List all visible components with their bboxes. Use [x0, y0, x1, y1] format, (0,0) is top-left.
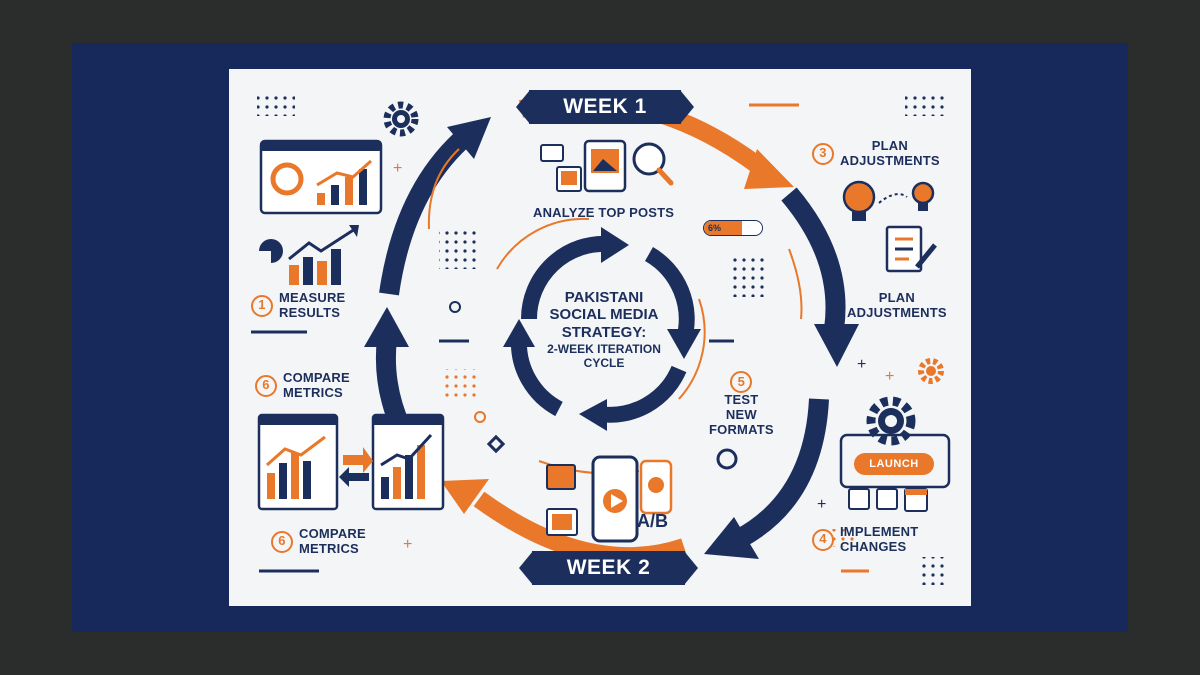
title-line: CYCLE [583, 355, 625, 370]
step-label: FORMATS [709, 421, 774, 437]
progress-text: 6% [708, 223, 722, 233]
step-analyze-top-posts: ANALYZE TOP POSTS [533, 205, 675, 220]
title-line: SOCIAL MEDIA [549, 306, 659, 324]
calendar-icons [848, 488, 928, 512]
week-1-banner: WEEK 1 [529, 90, 681, 124]
week-2-banner: WEEK 2 [532, 551, 685, 585]
step-label: CHANGES [840, 538, 907, 554]
title-line: PAKISTANI [564, 289, 644, 306]
phones-icon [546, 455, 673, 543]
navy-arc-right [781, 187, 846, 331]
infographic-canvas: + + + + + WEEK 1 WEEK 2 PAKISTANI SOCIAL… [229, 69, 971, 606]
step-label: MEASURE [279, 290, 346, 305]
ribbon-tail [516, 90, 530, 124]
step-number: 4 [812, 528, 834, 551]
step-number: 6 [255, 374, 277, 397]
checklist-icon [885, 225, 937, 273]
step-label: ADJUSTMENTS [840, 152, 940, 168]
ribbon-tail [519, 551, 533, 585]
top-posts-icon [540, 139, 674, 193]
lightbulb-icon [842, 180, 935, 221]
dot-grid [257, 96, 295, 116]
progress-fill [704, 221, 742, 235]
dot-grid [439, 229, 479, 269]
title-line: STRATEGY: [561, 323, 647, 341]
step-label: PLAN [871, 138, 908, 153]
svg-text:+: + [857, 356, 866, 373]
step-label: COMPARE [283, 370, 350, 385]
title-line: 2-WEEK ITERATION [547, 341, 661, 356]
dashboard-icon [259, 139, 383, 215]
gear-icon [383, 101, 419, 137]
dot-grid [905, 96, 949, 116]
step-test-new-formats: 5 TEST NEW FORMATS [709, 371, 774, 438]
step-label: NEW [725, 406, 757, 422]
ab-test-label: A/B [637, 511, 668, 531]
dot-grid [441, 369, 477, 397]
svg-text:+: + [817, 496, 826, 513]
inner-cycle [496, 217, 706, 431]
navy-arc-lower-right [734, 398, 829, 548]
step-label: TEST [724, 392, 759, 407]
compare-screens-icon [257, 413, 445, 511]
ribbon-tail [680, 90, 694, 124]
dot-grid [829, 529, 857, 547]
navy-arc-upper-left [379, 127, 474, 296]
step-label: COMPARE [299, 526, 366, 541]
step-number: 3 [812, 142, 834, 165]
launch-badge: LAUNCH [854, 453, 934, 475]
ribbon-tail [684, 551, 698, 585]
step-label: RESULTS [279, 304, 341, 320]
gear-icon [918, 358, 944, 384]
svg-text:+: + [403, 536, 412, 553]
dot-grid [919, 557, 949, 585]
step-label: METRICS [299, 540, 359, 556]
launch-panel [839, 433, 951, 489]
step-label: ADJUSTMENTS [847, 304, 947, 320]
dot-grid [729, 257, 769, 297]
diagram-title: PAKISTANI SOCIAL MEDIA STRATEGY: 2-WEEK … [529, 289, 679, 370]
progress-bar: 6% [703, 220, 763, 236]
svg-text:+: + [885, 368, 894, 385]
step-number: 5 [730, 371, 753, 393]
step-label: IMPLEMENT [840, 524, 919, 539]
step-number: 6 [271, 530, 293, 553]
step-label: METRICS [283, 384, 343, 400]
svg-text:+: + [393, 160, 402, 177]
growth-chart-icon [259, 225, 359, 285]
step-number: 1 [251, 294, 273, 317]
gear-icon [866, 396, 916, 446]
step-label: PLAN [878, 290, 915, 305]
